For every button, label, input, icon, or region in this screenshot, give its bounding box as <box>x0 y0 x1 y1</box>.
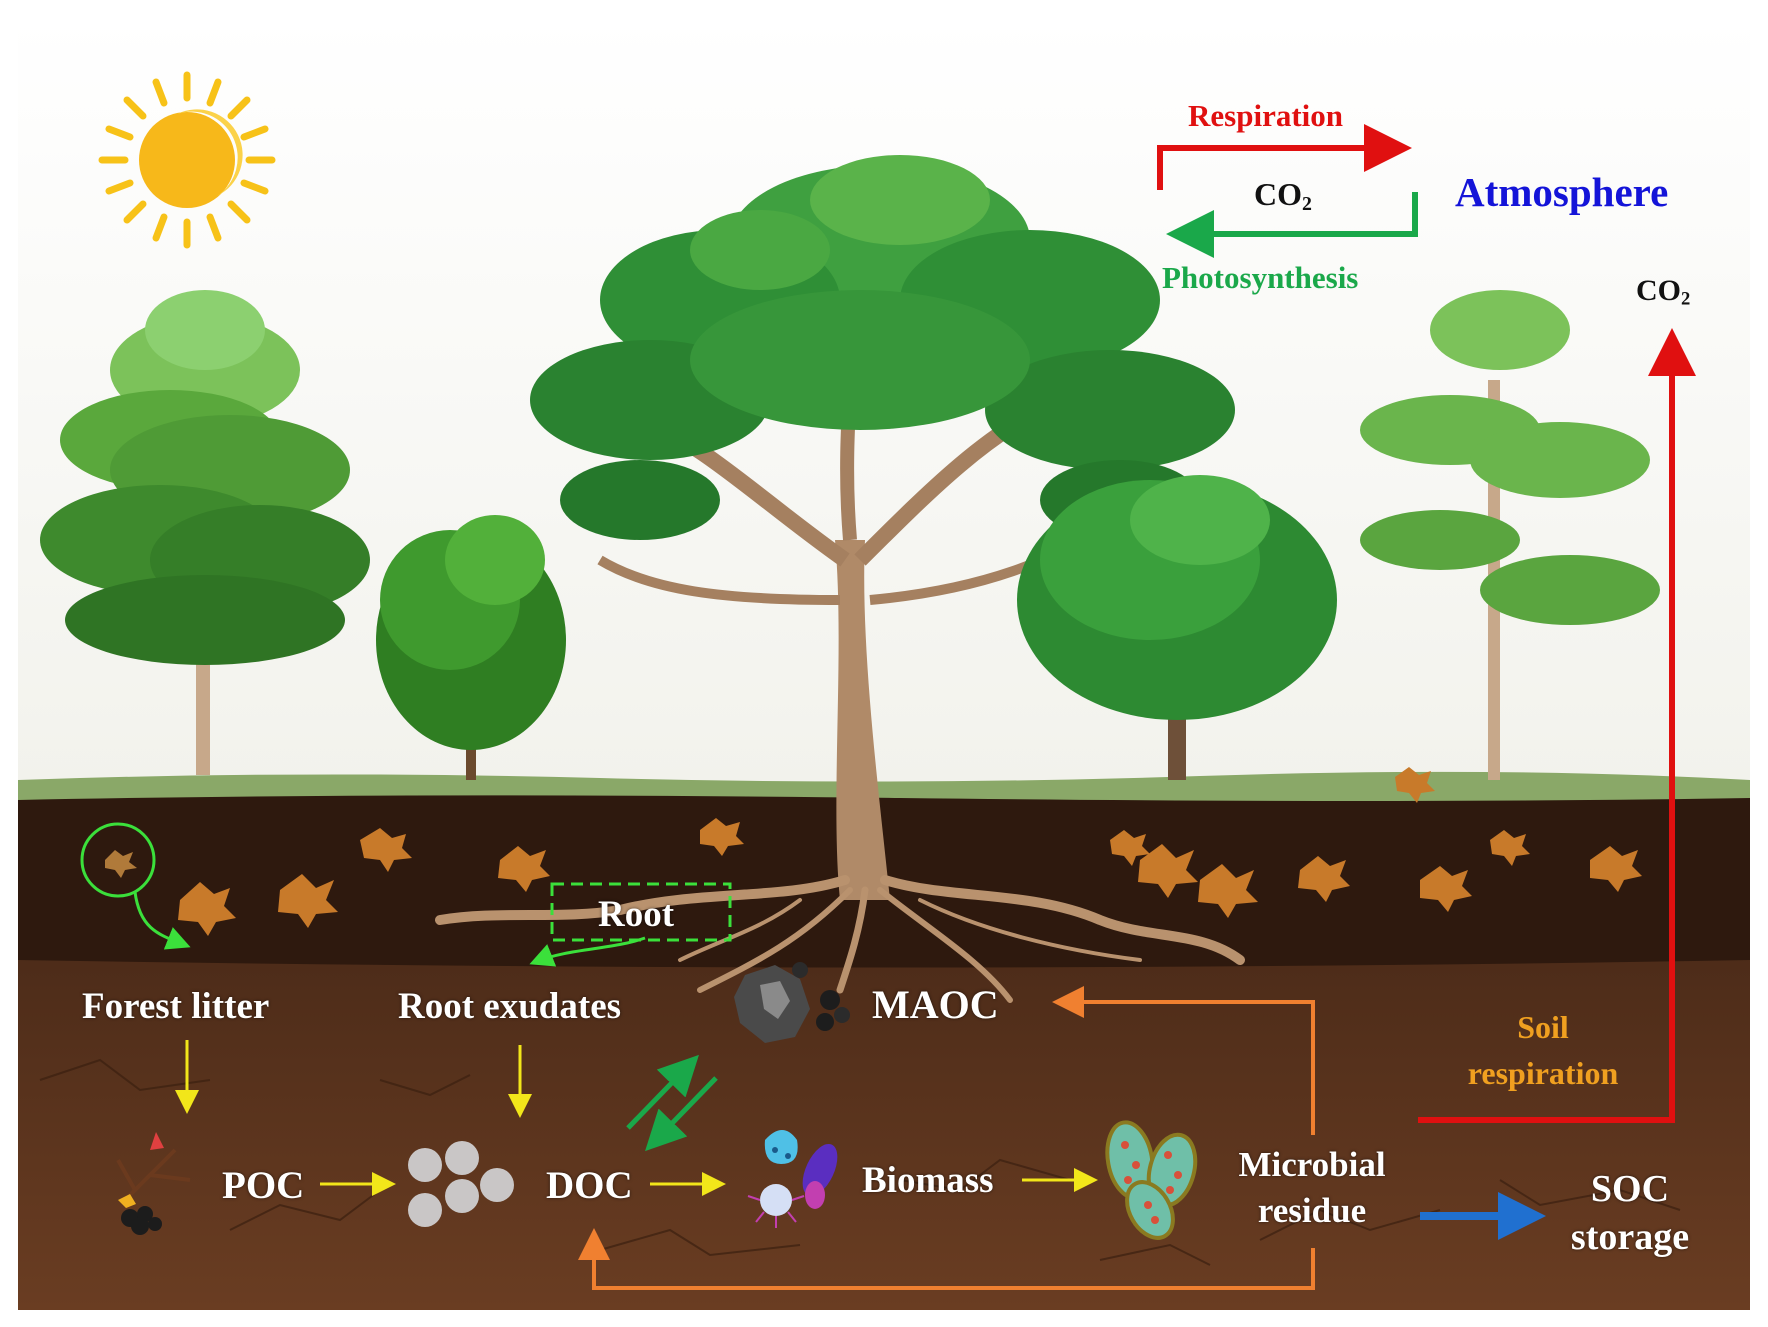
poc-litter-icon <box>116 1132 191 1235</box>
residue-to-doc-arrow <box>578 1228 1315 1290</box>
biomass-label: Biomass <box>862 1160 994 1201</box>
co2-exchange-sub: 2 <box>1302 192 1312 215</box>
microbial-residue-line1: Microbial <box>1238 1145 1386 1184</box>
atmosphere-label: Atmosphere <box>1455 169 1669 215</box>
tree-roots <box>435 875 1245 1003</box>
soil-respiration-label: Soil respiration <box>1438 1004 1648 1097</box>
microbial-residue-label: Microbial residue <box>1222 1142 1402 1233</box>
co2-exchange-main: CO <box>1254 176 1302 212</box>
residue-to-maoc-arrow <box>1052 986 1315 1135</box>
root-callout <box>529 882 732 967</box>
co2-soil-label: CO2 <box>1636 276 1690 309</box>
mineral-rock-icon <box>734 962 850 1043</box>
sun-icon <box>98 71 276 249</box>
soil-respiration-line1: Soil <box>1517 1009 1569 1045</box>
root-exudates-label: Root exudates <box>398 986 622 1027</box>
co2-soil-main: CO <box>1636 274 1681 307</box>
forest-litter-label: Forest litter <box>82 986 270 1027</box>
microbial-cells-icon <box>1105 1120 1198 1240</box>
tree-right-tall <box>1360 290 1660 780</box>
microbes-icon <box>747 1130 838 1228</box>
co2-exchange-label: CO2 <box>1254 178 1312 215</box>
photosynthesis-label: Photosynthesis <box>1162 260 1359 295</box>
respiration-label: Respiration <box>1188 98 1343 133</box>
tree-center-large <box>530 155 1235 900</box>
microbial-residue-line2: residue <box>1257 1190 1367 1230</box>
fallen-leaves <box>178 767 1642 936</box>
organic-particles-icon <box>408 1141 514 1227</box>
doc-to-maoc-arrow <box>626 1054 699 1130</box>
doc-label: DOC <box>546 1164 633 1207</box>
co2-soil-sub: 2 <box>1681 288 1691 310</box>
photosynthesis-arrow <box>1166 192 1418 258</box>
tree-right-round <box>1017 475 1337 780</box>
poc-label: POC <box>222 1164 305 1207</box>
soc-storage-line1: SOC <box>1590 1168 1670 1210</box>
soil-respiration-line2: respiration <box>1467 1055 1619 1092</box>
soc-storage-label: SOC storage <box>1540 1166 1720 1261</box>
soc-storage-line2: storage <box>1570 1215 1690 1258</box>
maoc-to-doc-arrow <box>645 1076 718 1152</box>
respiration-arrow <box>1157 124 1412 190</box>
tree-left-small <box>376 515 566 780</box>
litter-callout <box>80 822 191 950</box>
soil-cracks <box>39 1058 1681 1266</box>
tree-left-tall <box>40 290 370 775</box>
maoc-label: MAOC <box>872 982 999 1027</box>
soil-respiration-arrow <box>1418 328 1696 1123</box>
root-label: Root <box>598 894 675 935</box>
